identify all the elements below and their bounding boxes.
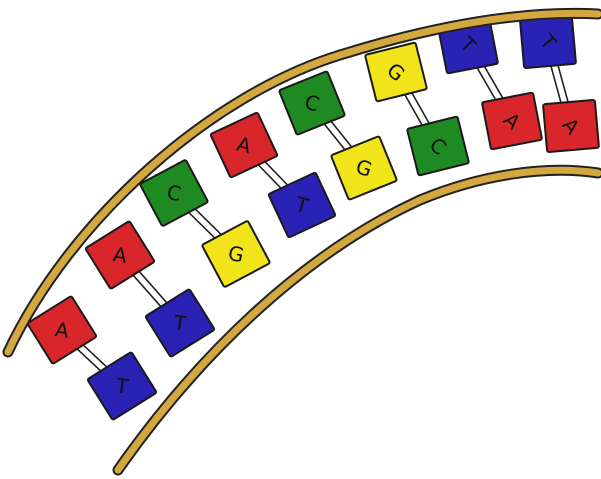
inner-base-A: A bbox=[543, 100, 599, 152]
outer-base-G: G bbox=[365, 42, 427, 101]
inner-base-T: T bbox=[268, 172, 335, 237]
inner-base-G: G bbox=[202, 221, 270, 288]
inner-base-T: T bbox=[145, 289, 215, 357]
inner-base-T: T bbox=[87, 352, 157, 420]
outer-base-A: A bbox=[85, 221, 155, 289]
outer-base-T: T bbox=[520, 16, 576, 68]
hydrogen-bond-line bbox=[410, 89, 430, 125]
outer-base-A: A bbox=[210, 112, 277, 177]
hydrogen-bond-line bbox=[132, 274, 163, 309]
hydrogen-bond-line bbox=[404, 93, 424, 129]
hydrogen-bond-line bbox=[137, 269, 168, 304]
inner-base-A: A bbox=[482, 92, 542, 149]
inner-base-C: C bbox=[407, 116, 469, 175]
